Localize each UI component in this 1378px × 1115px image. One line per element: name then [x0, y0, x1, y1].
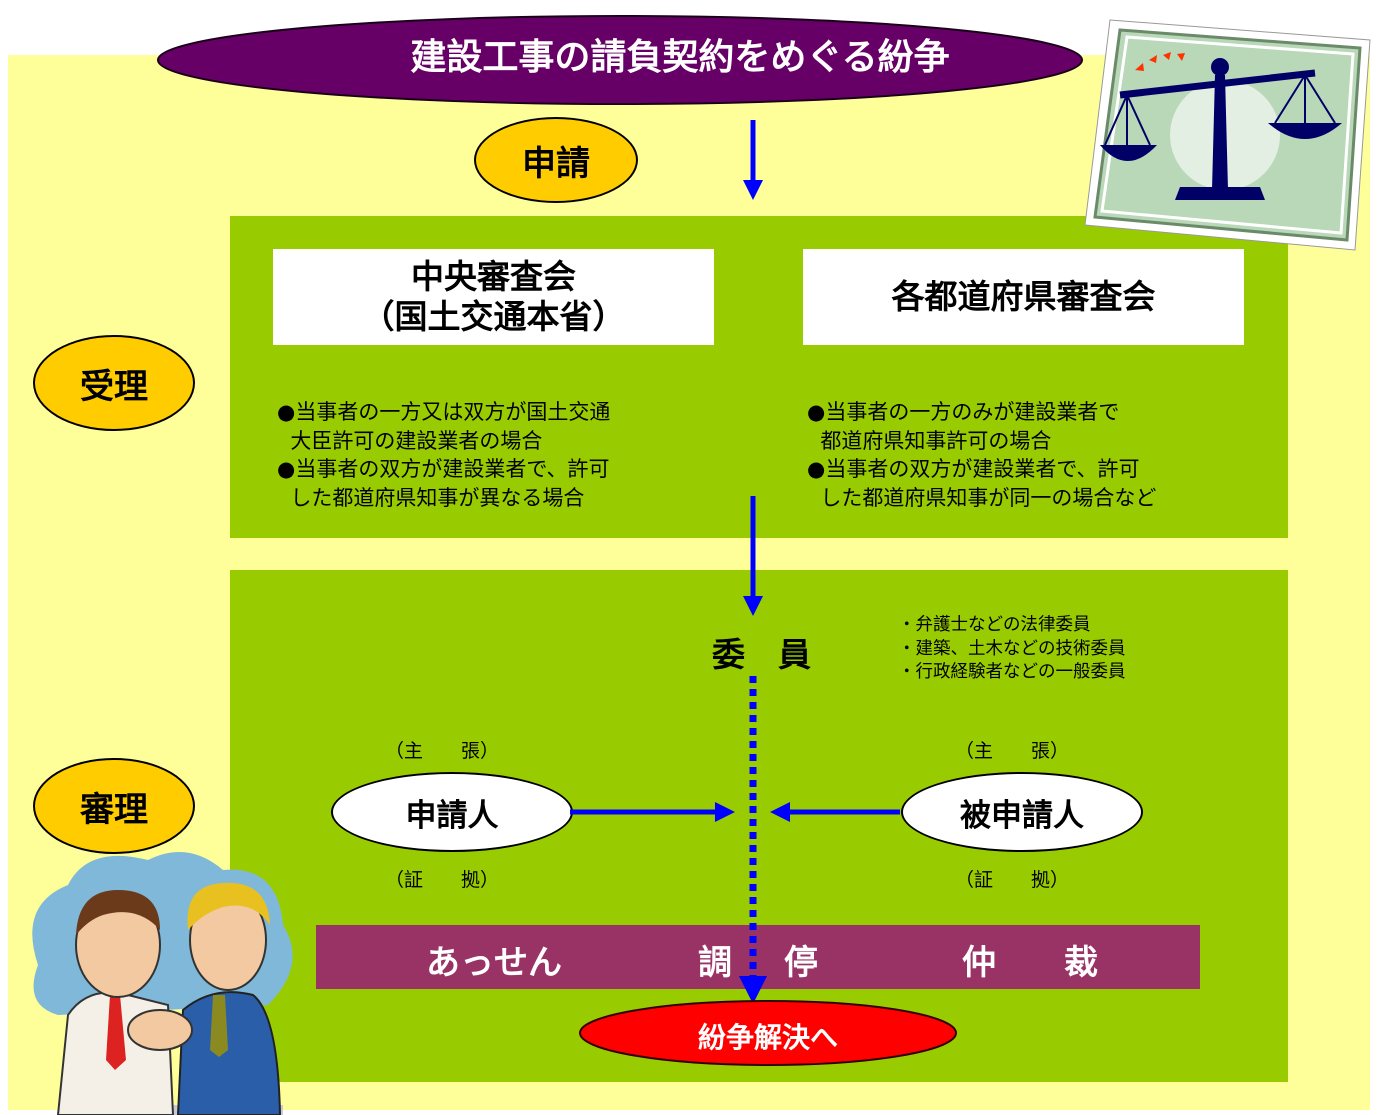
diagram-title: 建設工事の請負契約をめぐる紛争: [410, 37, 950, 78]
title-ellipse: [157, 15, 1083, 105]
procedure-arbitration: 仲 裁: [962, 943, 1098, 983]
prefectural-committee-name: 各都道府県審査会: [891, 276, 1156, 316]
procedure-mediation: あっせん: [426, 943, 562, 983]
applicant-oval: 申請人: [331, 772, 573, 852]
balance-scale-icon: [1084, 19, 1371, 251]
applicant-claim-label: （主 張）: [385, 740, 500, 762]
central-committee-conditions: ●当事者の一方又は双方が国土交通 大臣許可の建設業者の場合 ●当事者の双方が建設…: [277, 400, 611, 510]
respondent-evidence-label: （証 拠）: [955, 869, 1070, 891]
central-committee-ministry: （国土交通本省）: [361, 297, 626, 336]
resolution-ellipse: [579, 1000, 957, 1066]
respondent-claim-label: （主 張）: [955, 740, 1070, 762]
stage-apply: 申請: [474, 117, 638, 203]
committee-member-types: ・弁護士などの法律委員 ・建築、土木などの技術委員 ・行政経験者などの一般委員: [898, 615, 1126, 682]
resolution-label: 紛争解決へ: [697, 1021, 838, 1054]
procedure-conciliation-1: 調: [698, 943, 732, 983]
handshake-illustration: [32, 852, 293, 1115]
procedure-conciliation-2: 停: [784, 943, 818, 983]
applicant-evidence-label: （証 拠）: [385, 869, 500, 891]
prefectural-committee-conditions: ●当事者の一方のみが建設業者で 都道府県知事許可の場合 ●当事者の双方が建設業者…: [807, 400, 1157, 510]
central-committee-box: 中央審査会 （国土交通本省）: [273, 249, 714, 345]
stage-accept: 受理: [33, 335, 195, 431]
prefectural-committee-box: 各都道府県審査会: [803, 249, 1244, 345]
respondent-oval: 被申請人: [901, 772, 1143, 852]
central-committee-name: 中央審査会: [411, 256, 576, 296]
stage-hearing: 審理: [33, 758, 195, 854]
committee-members-label: 委 員: [712, 635, 811, 674]
